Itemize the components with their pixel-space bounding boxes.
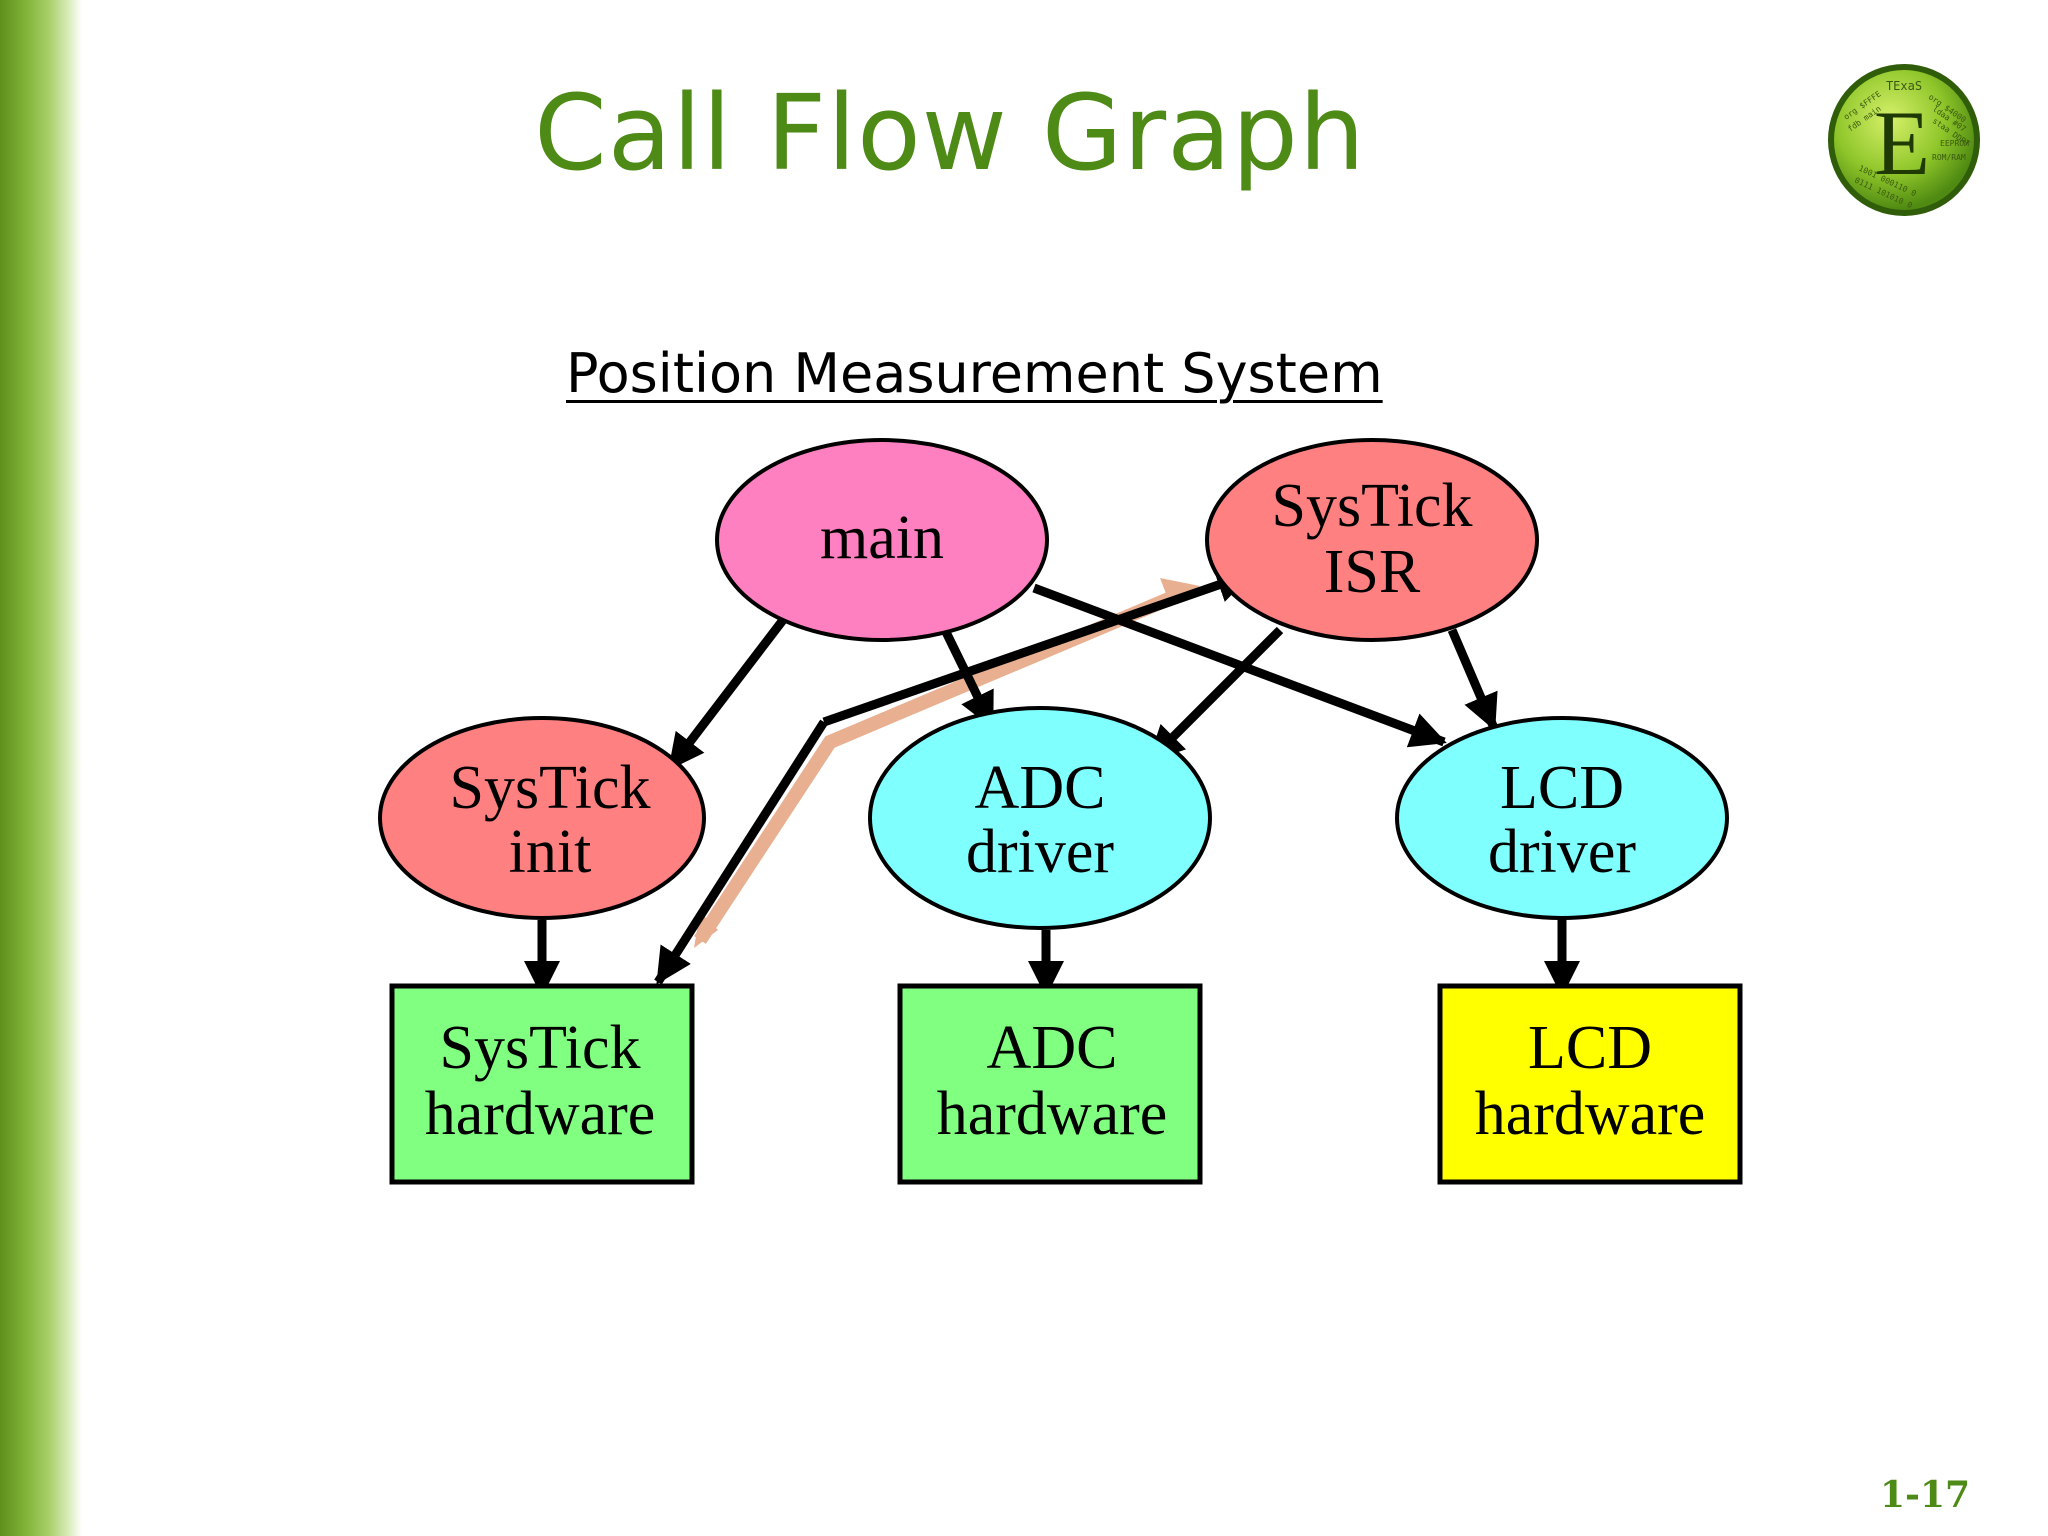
node-systick-init-shape [378, 716, 706, 920]
node-systick-isr-shape [1205, 438, 1539, 642]
node-systick-isr-label-1: SysTick [1271, 472, 1472, 540]
node-lcd-hardware-label-2: hardware [1475, 1080, 1706, 1148]
edge-main-to-systick-init [666, 617, 787, 771]
edge-isr-path-to-systick-hw [654, 719, 828, 985]
logo-ring-text-9: ROM/RAM [1932, 153, 1966, 162]
node-adc-hardware-label-2: hardware [937, 1080, 1168, 1148]
node-lcd-driver-label-2: driver [1488, 818, 1636, 886]
node-main-shape [715, 438, 1049, 642]
node-lcd-driver: LCD driver [1395, 716, 1729, 920]
node-main-label: main [820, 504, 944, 572]
logo-ring-text-8: EEPROM [1940, 139, 1969, 148]
node-systick-init-label-1: SysTick [449, 754, 650, 822]
page-number: 1-17 [1880, 1474, 1971, 1516]
edge-systick-hw-to-isr [822, 567, 1253, 727]
node-adc-hardware-shape [897, 983, 1203, 1185]
edge-isr-to-adc-driver [1146, 626, 1284, 764]
logo-letter: E [1874, 92, 1930, 194]
node-lcd-driver-label-1: LCD [1500, 754, 1624, 822]
node-lcd-hardware-label-1: LCD [1528, 1014, 1652, 1082]
diagram-subtitle: Position Measurement System [566, 342, 1383, 405]
edge-main-to-adc-driver [941, 630, 997, 729]
side-gradient-bar [0, 0, 82, 1536]
node-adc-driver-shape [868, 706, 1212, 930]
slide-title: Call Flow Graph [534, 72, 1366, 194]
node-adc-hardware: ADC hardware [897, 983, 1203, 1185]
node-systick-hardware-label-2: hardware [425, 1080, 656, 1148]
node-systick-hardware-label-1: SysTick [439, 1014, 640, 1082]
logo-top-text: TExaS [1886, 79, 1922, 93]
node-main: main [715, 438, 1049, 642]
node-adc-driver: ADC driver [868, 706, 1212, 930]
node-systick-init-label-2: init [509, 818, 592, 886]
node-systick-hardware-shape [389, 983, 695, 1185]
node-adc-driver-label-2: driver [966, 818, 1114, 886]
node-lcd-driver-shape [1395, 716, 1729, 920]
node-lcd-hardware-shape [1437, 983, 1743, 1185]
node-systick-isr-label-2: ISR [1324, 538, 1421, 606]
texas-e-logo: TExaS org $FFFE fdb main org $4000 ldaa … [1828, 64, 1980, 216]
node-systick-init: SysTick init [378, 716, 706, 920]
node-lcd-hardware: LCD hardware [1437, 983, 1743, 1185]
node-systick-hardware: SysTick hardware [389, 983, 695, 1185]
node-adc-hardware-label-1: ADC [987, 1014, 1118, 1082]
node-systick-isr: SysTick ISR [1205, 438, 1539, 642]
edge-isr-to-lcd-driver [1447, 628, 1499, 731]
node-adc-driver-label-1: ADC [975, 754, 1106, 822]
